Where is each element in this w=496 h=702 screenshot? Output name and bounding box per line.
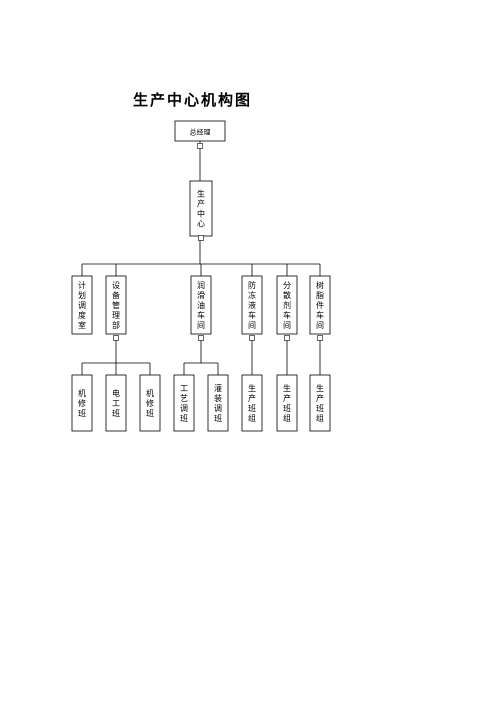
department-handle-anti <box>249 335 255 341</box>
department-box-plan-label: 计划调度室 <box>78 280 86 330</box>
team-box <box>207 374 229 432</box>
team-box <box>309 374 331 432</box>
team-box <box>276 374 298 432</box>
root-label: 总经理 <box>190 128 211 137</box>
department-box-pack-label: 分散剂车间 <box>283 281 291 330</box>
root-box <box>174 120 226 142</box>
chart-title: 生产中心机构图 <box>133 91 252 109</box>
team-box-label: 生产班组 <box>248 383 256 423</box>
team-box-label: 生产班组 <box>316 383 324 423</box>
team-box <box>173 374 195 432</box>
department-box-anti <box>241 275 263 335</box>
center-box-label: 生产中心 <box>197 189 205 229</box>
department-box-lube-label: 润滑油车间 <box>197 280 205 330</box>
department-box-resin-label: 树脂件车间 <box>316 280 324 330</box>
team-box-label: 生产班组 <box>283 383 291 423</box>
team-box-label: 工艺调班 <box>180 384 188 423</box>
team-box-label: 机修班 <box>78 388 86 418</box>
department-box-anti-label: 防冻液车间 <box>248 280 256 330</box>
department-handle-lube <box>198 335 204 341</box>
department-box-plan <box>71 275 93 335</box>
department-box-equip-label: 设备管理部 <box>112 280 120 330</box>
team-box <box>241 374 263 432</box>
root-handle <box>197 143 203 149</box>
team-box-label: 机修班 <box>146 388 154 418</box>
department-box-equip <box>105 275 127 335</box>
department-handle-resin <box>317 335 323 341</box>
department-box-pack <box>276 275 298 335</box>
center-handle <box>198 235 204 241</box>
team-box-label: 电工班 <box>112 388 120 418</box>
department-handle-pack <box>284 335 290 341</box>
team-box <box>139 374 161 432</box>
team-box <box>71 374 93 432</box>
team-box <box>105 374 127 432</box>
department-box-lube <box>190 275 212 335</box>
department-handle-equip <box>113 335 119 341</box>
team-box-label: 灌装调班 <box>214 383 222 423</box>
connector-lines <box>81 141 321 375</box>
department-box-resin <box>309 275 331 335</box>
